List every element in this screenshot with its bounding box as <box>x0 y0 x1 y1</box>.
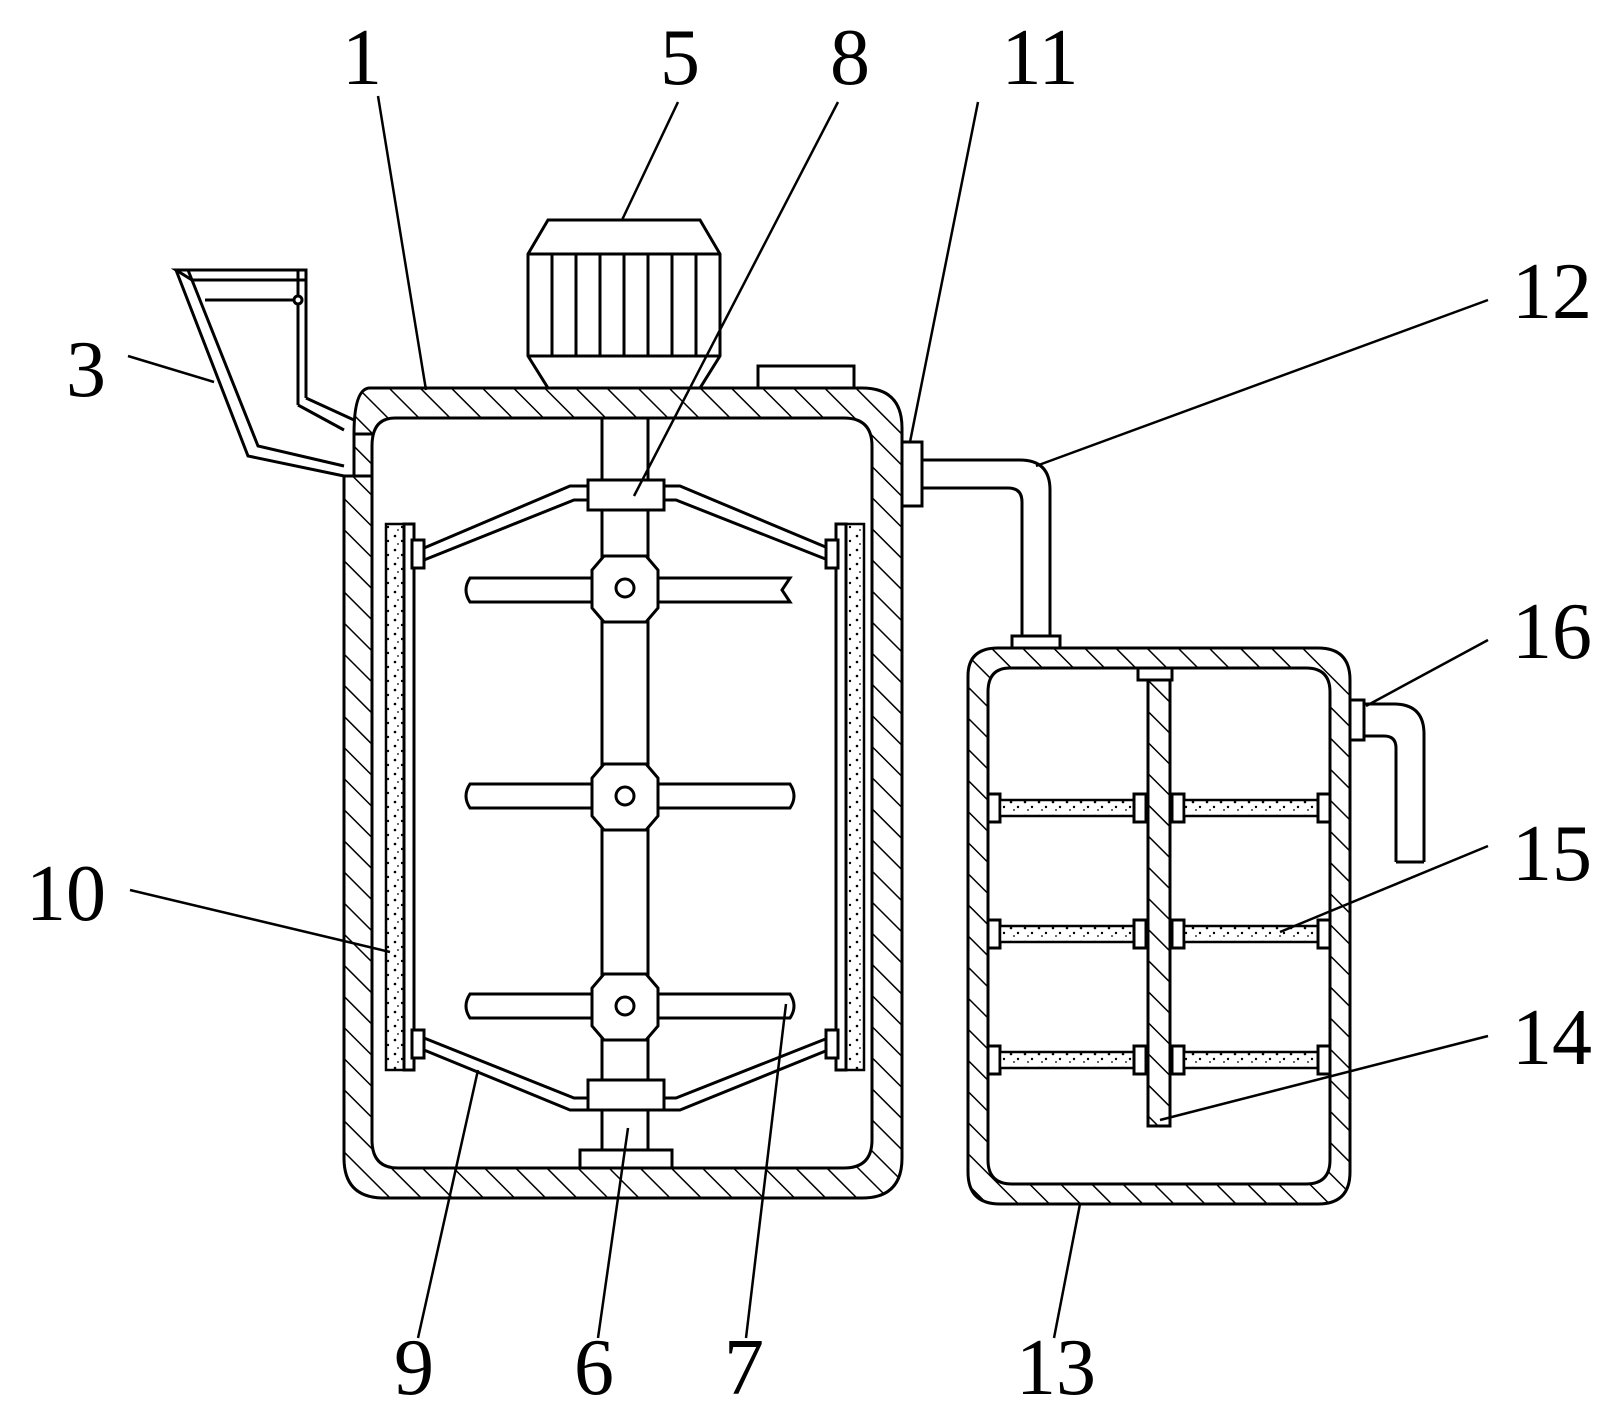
label-7: 7 <box>724 1324 764 1405</box>
label-6: 6 <box>574 1324 614 1405</box>
filter-screen-1 <box>986 792 1332 824</box>
label-1: 1 <box>342 14 382 102</box>
filter-shaft <box>1136 666 1174 1128</box>
label-5: 5 <box>660 14 700 102</box>
motor <box>526 218 722 390</box>
stirring-blade-1 <box>464 554 793 624</box>
connecting-pipe <box>922 458 1062 650</box>
label-9: 9 <box>394 1324 434 1405</box>
label-14: 14 <box>1512 994 1592 1082</box>
secondary-tank <box>966 646 1352 1206</box>
bottom-bearing <box>578 1148 674 1170</box>
upper-collar <box>586 478 666 512</box>
label-3: 3 <box>66 326 106 414</box>
discharge-pipe <box>1348 698 1426 864</box>
label-15: 15 <box>1512 810 1592 898</box>
left-scraper <box>384 522 426 1072</box>
lower-collar <box>586 1078 666 1112</box>
label-12: 12 <box>1512 248 1592 336</box>
outlet-valve <box>900 440 924 508</box>
label-8: 8 <box>830 14 870 102</box>
label-11: 11 <box>1001 14 1078 102</box>
stirring-blade-3 <box>464 972 796 1042</box>
top-box <box>756 364 856 390</box>
label-10: 10 <box>26 850 106 938</box>
feed-hopper <box>170 268 355 478</box>
label-13: 13 <box>1016 1324 1096 1405</box>
main-tank <box>342 386 904 1200</box>
right-scraper <box>824 522 866 1072</box>
filter-screen-3 <box>986 1044 1332 1076</box>
label-16: 16 <box>1512 588 1592 676</box>
stirring-blade-2 <box>464 762 796 832</box>
leader-lines <box>127 95 1489 1339</box>
